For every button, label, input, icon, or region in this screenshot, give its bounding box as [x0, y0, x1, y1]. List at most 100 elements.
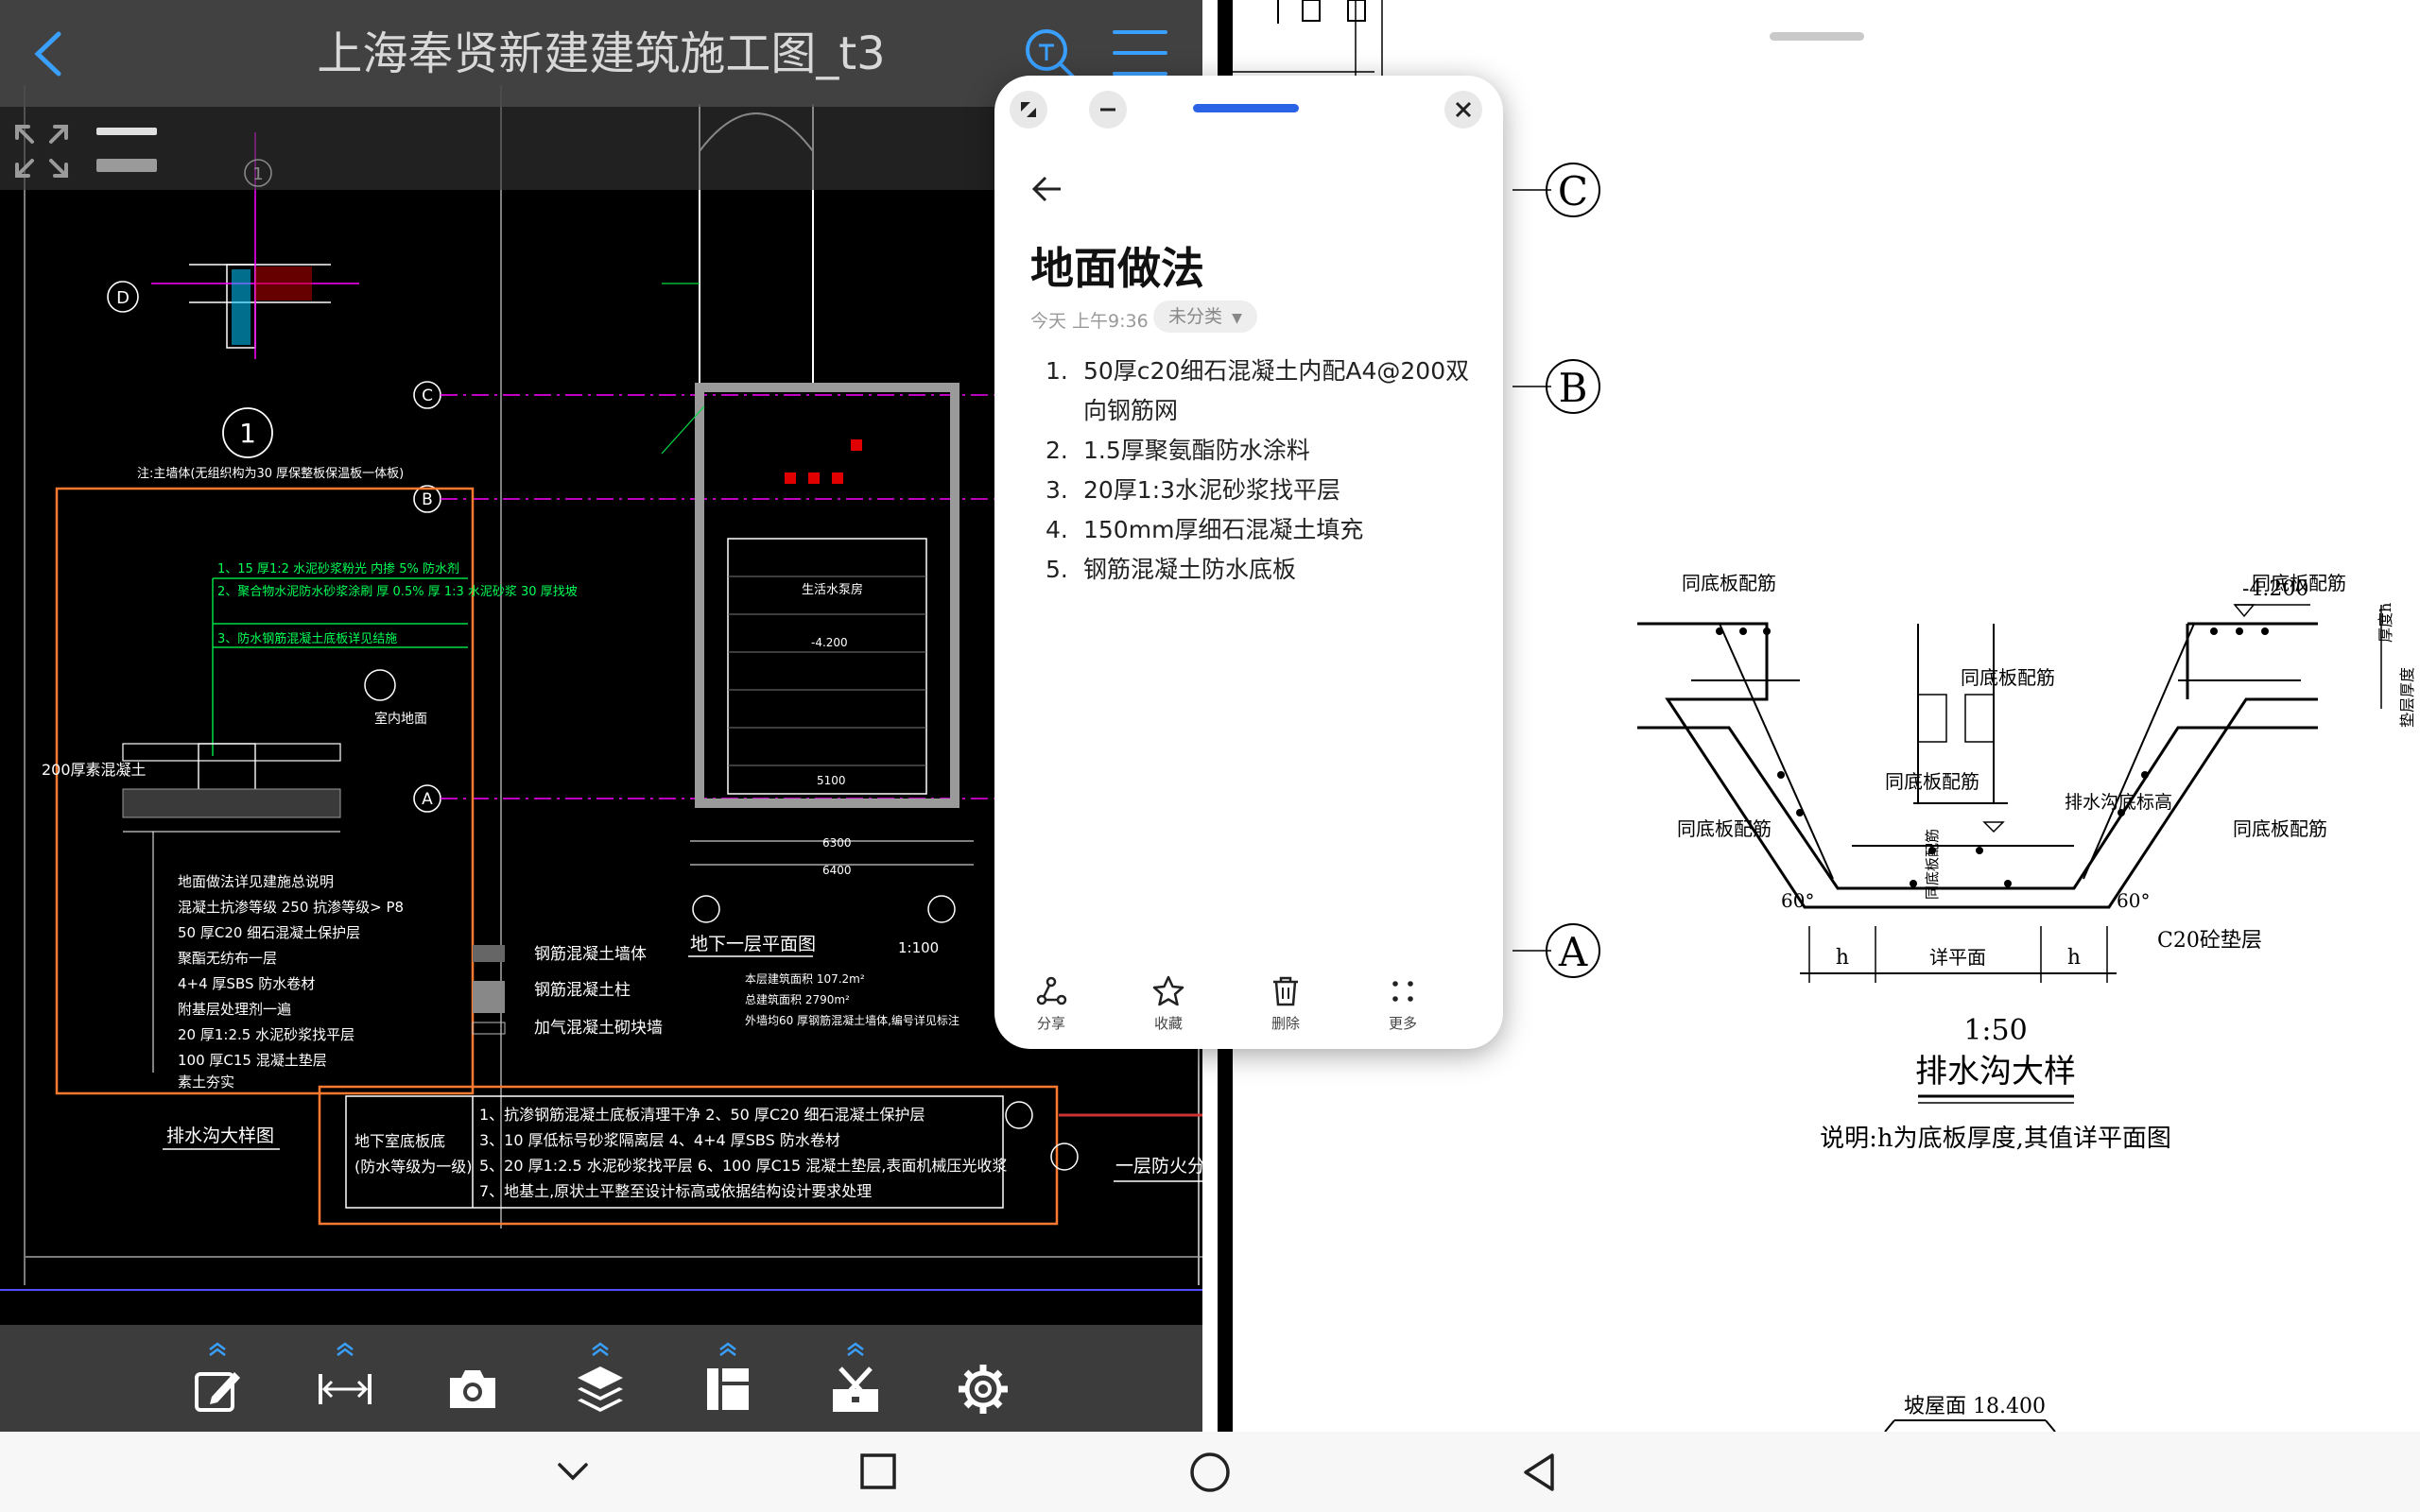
tank-label: 生活水泵房: [802, 582, 863, 597]
system-navigation-bar: [0, 1432, 2420, 1512]
rebar-label-lower-right: 同底板配筋: [2233, 817, 2327, 840]
fullscreen-icon: [15, 125, 68, 178]
trash-icon: [1273, 976, 1298, 1006]
close-icon: [1455, 101, 1472, 118]
trench-bottom-label: 排水沟底标高: [2065, 792, 2172, 813]
share-icon: [1036, 976, 1067, 1005]
square-recents-icon: [860, 1453, 896, 1489]
caret-down-icon: ▼: [1232, 311, 1242, 326]
layer-d: 聚酯无纺布一层: [178, 950, 277, 967]
delete-button[interactable]: 删除: [1229, 973, 1342, 1049]
grid-bubble-c: C: [422, 387, 433, 405]
cad-drawing-canvas[interactable]: 1 D 1 注:主墙体(无组织构为30 厚保整板保温板一体板) C B A 1、…: [0, 0, 1202, 1432]
angle-right: 60°: [2117, 889, 2150, 912]
window-drag-handle[interactable]: [1193, 104, 1299, 112]
plan-note-3: 外墙均60 厚钢筋混凝土墙体,编号详见标注: [745, 1013, 959, 1027]
plan-scale: 1:100: [898, 939, 939, 956]
elevation-label: -4.200: [2242, 577, 2308, 601]
resize-icon: [1021, 102, 1036, 117]
axis-b: B: [1559, 365, 1588, 411]
measure-tool-button[interactable]: [307, 1342, 383, 1427]
layers-tool-button[interactable]: [562, 1342, 638, 1427]
chevron-left-icon: [34, 31, 61, 77]
edit-tool-button[interactable]: [180, 1342, 255, 1427]
grid-bubble-b: B: [422, 490, 433, 509]
search-button[interactable]: [1021, 25, 1078, 81]
legend-wall: 钢筋混凝土墙体: [534, 945, 647, 964]
list-item[interactable]: 4.150mm厚细石混凝土填充: [1046, 516, 1364, 543]
triangle-back-icon: [1524, 1453, 1554, 1491]
toolbox-tool-button[interactable]: [818, 1342, 893, 1427]
note-timestamp: 今天 上午9:36: [1030, 311, 1149, 332]
nav-home-button[interactable]: [1184, 1446, 1236, 1499]
plan-note-1: 本层建筑面积 107.2m²: [745, 971, 865, 986]
layout-icon: [707, 1368, 749, 1410]
close-window-button[interactable]: [1444, 91, 1482, 129]
grid-bubble-a: A: [422, 790, 433, 809]
legend-column: 钢筋混凝土柱: [534, 981, 631, 1000]
axis-a: A: [1558, 929, 1588, 975]
list-item[interactable]: 1.50厚c20细石混凝土内配A4@200双向钢筋网: [1046, 357, 1470, 424]
chevron-up-icon: [337, 1342, 354, 1356]
layer-g: 20 厚1:2.5 水泥砂浆找平层: [178, 1026, 354, 1043]
box-line-2: 3、10 厚低标号砂浆隔离层 4、4+4 厚SBS 防水卷材: [479, 1131, 840, 1149]
rebar-label-bottom: 同底板配筋: [1885, 770, 1979, 793]
chevron-up-icon: [719, 1342, 736, 1356]
more-button[interactable]: 更多: [1346, 973, 1460, 1049]
dim-5100: 5100: [817, 774, 846, 787]
drain-caption: 排水沟大样图: [166, 1125, 274, 1146]
search-icon: [1026, 29, 1075, 78]
rebar-label-top-right: 同底板配筋: [2252, 572, 2346, 594]
drain-detail-drawing[interactable]: C B A: [1233, 0, 2420, 1432]
circle-home-icon: [1190, 1452, 1230, 1492]
plan-title: 地下一层平面图: [690, 934, 816, 954]
minimize-icon: [1100, 108, 1115, 112]
layer-i: 素土夯实: [178, 1074, 234, 1091]
fullscreen-button[interactable]: [13, 123, 70, 180]
hamburger-menu-icon: [1113, 30, 1167, 76]
note-body-list[interactable]: 1.50厚c20细石混凝土内配A4@200双向钢筋网 2.1.5厚聚氨酯防水涂料…: [1030, 352, 1484, 590]
slab-label: 200厚素混凝土: [42, 761, 147, 779]
layers-icon: [578, 1366, 623, 1412]
layer-a: 地面做法详见建施总说明: [178, 873, 334, 890]
dim-6400: 6400: [822, 864, 852, 877]
edit-icon: [195, 1372, 240, 1412]
minimize-window-button[interactable]: [1089, 91, 1127, 129]
rebar-label-lower-left: 同底板配筋: [1677, 817, 1772, 840]
layout-toggle-b[interactable]: [96, 159, 157, 172]
drag-handle[interactable]: [1770, 32, 1864, 41]
list-item[interactable]: 5.钢筋混凝土防水底板: [1046, 556, 1297, 583]
box-line-3: 5、20 厚1:2.5 水泥砂浆找平层 6、100 厚C15 混凝土垫层,表面机…: [479, 1157, 1007, 1175]
menu-button[interactable]: [1111, 26, 1169, 79]
list-item[interactable]: 3.20厚1:3水泥砂浆找平层: [1046, 476, 1341, 504]
plan-note-2: 总建筑面积 2790m²: [745, 992, 850, 1006]
nav-recents-button[interactable]: [853, 1446, 906, 1499]
detail-bubble-1: 1: [239, 418, 256, 449]
layer-c: 50 厚C20 细石混凝土保护层: [178, 924, 360, 941]
back-button[interactable]: [1028, 170, 1066, 208]
camera-icon: [450, 1370, 495, 1408]
back-button[interactable]: [26, 28, 74, 79]
detail-scale: 1:50: [1963, 1014, 2027, 1047]
resize-window-button[interactable]: [1010, 91, 1047, 129]
note-title[interactable]: 地面做法: [1030, 243, 1204, 294]
favorite-button[interactable]: 收藏: [1112, 973, 1225, 1049]
grid-bubble-d: D: [116, 288, 130, 308]
layout-toggle-a[interactable]: [96, 128, 157, 135]
box-left-2: (防水等级为一级): [354, 1158, 473, 1176]
nav-collapse-button[interactable]: [546, 1446, 599, 1499]
camera-tool-button[interactable]: [435, 1342, 510, 1427]
share-button[interactable]: 分享: [994, 973, 1108, 1049]
dim-6300: 6300: [822, 836, 852, 850]
layout-tool-button[interactable]: [690, 1342, 766, 1427]
nav-back-button[interactable]: [1514, 1446, 1567, 1499]
arrow-left-icon: [1031, 176, 1061, 202]
axis-c: C: [1558, 168, 1588, 215]
box-line-4: 7、地基土,原状土平整至设计标高或依据结构设计要求处理: [479, 1182, 872, 1200]
toolbox-icon: [833, 1366, 878, 1412]
category-dropdown[interactable]: 未分类 ▼: [1153, 301, 1257, 333]
list-item[interactable]: 2.1.5厚聚氨酯防水涂料: [1046, 437, 1310, 464]
settings-tool-button[interactable]: [945, 1342, 1021, 1427]
layer-note-1: 1、15 厚1:2 水泥砂浆粉光 内掺 5% 防水剂: [217, 561, 459, 576]
fire-zone-label: 一层防火分区: [1115, 1156, 1202, 1177]
